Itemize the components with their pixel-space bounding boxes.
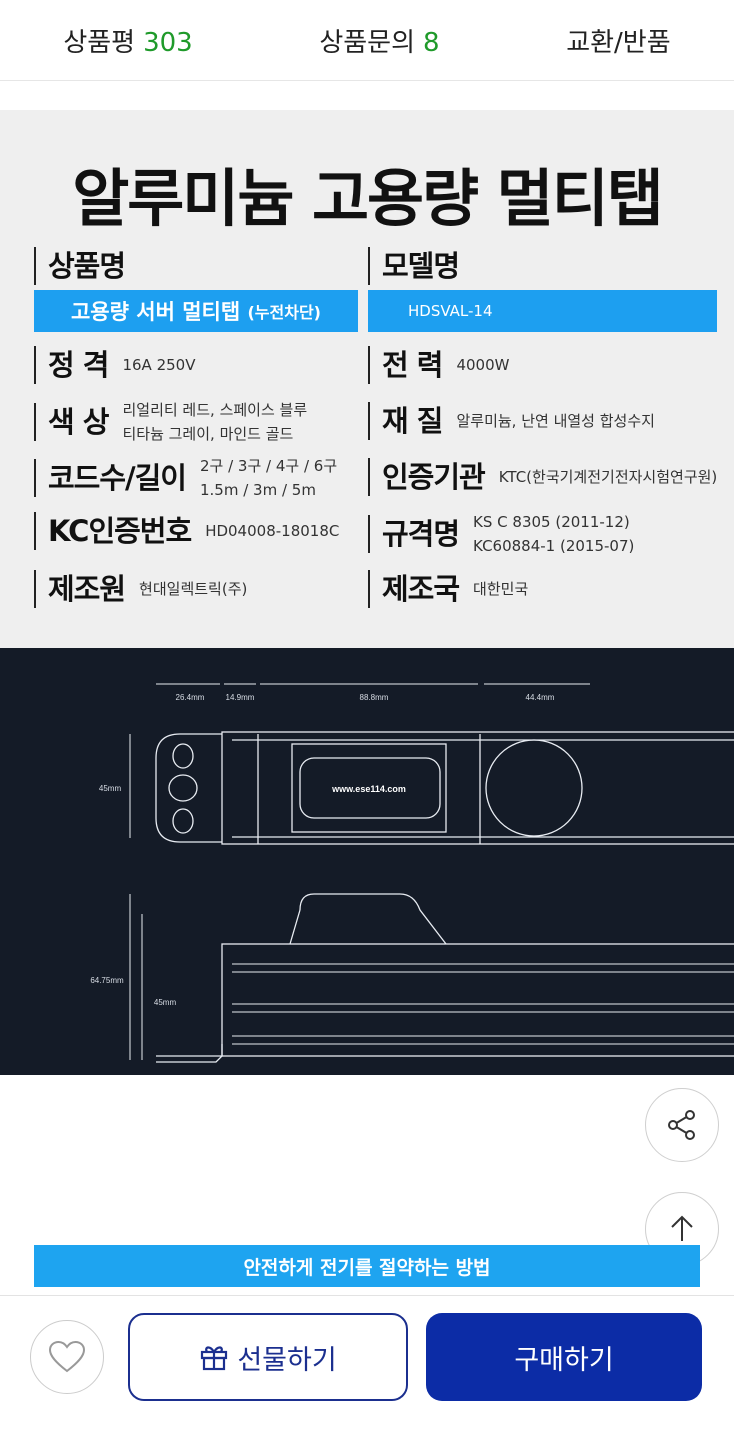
- maker-value: 현대일렉트릭(주): [139, 580, 248, 598]
- tab-exchange-return[interactable]: 교환/반품: [566, 27, 671, 58]
- dim-label: 88.8mm: [360, 693, 389, 702]
- dim-label: 14.9mm: [226, 693, 255, 702]
- product-name-label: 상품명: [34, 247, 126, 285]
- dim-label: 26.4mm: [176, 693, 205, 702]
- arrow-up-icon: [671, 1215, 693, 1241]
- color-label: 색 상: [34, 403, 109, 441]
- dimension-diagram: 26.4mm 14.9mm 88.8mm 44.4mm 45mm 64.75mm…: [0, 648, 734, 1075]
- rating-label: 정 격: [34, 346, 109, 384]
- share-button[interactable]: [645, 1088, 719, 1162]
- material-value: 알루미늄, 난연 내열성 합성수지: [456, 412, 655, 430]
- dim-label: 44.4mm: [526, 693, 555, 702]
- material-label: 재 질: [368, 402, 443, 440]
- spec-title: 알루미늄 고용량 멀티탭: [72, 162, 664, 235]
- energy-saving-banner: 안전하게 전기를 절약하는 방법: [34, 1245, 700, 1287]
- kc-label: KC인증번호: [34, 512, 192, 550]
- gift-icon: [201, 1346, 228, 1371]
- spec-image: 알루미늄 고용량 멀티탭 상품명 모델명 고용량 서버 멀티탭 (누전차단) H…: [0, 110, 734, 648]
- cord-label: 코드수/길이: [34, 459, 187, 497]
- country-value: 대한민국: [473, 580, 529, 598]
- std-value: KS C 8305 (2011-12)KC60884-1 (2015-07): [473, 513, 635, 555]
- gift-button[interactable]: 선물하기: [128, 1313, 408, 1401]
- product-name-bar: 고용량 서버 멀티탭 (누전차단): [34, 290, 358, 332]
- inquiry-count: 8: [423, 27, 440, 58]
- power-label: 전 력: [368, 346, 443, 384]
- maker-label: 제조원: [34, 570, 126, 608]
- std-label: 규격명: [368, 515, 460, 553]
- buy-button[interactable]: 구매하기: [426, 1313, 702, 1401]
- country-label: 제조국: [368, 570, 460, 608]
- dim-label: 45mm: [99, 784, 122, 793]
- model-bar: HDSVAL-14: [368, 290, 717, 332]
- review-count: 303: [143, 27, 193, 58]
- product-url: www.ese114.com: [331, 784, 406, 794]
- cert-org-value: KTC(한국기계전기전자시험연구원): [498, 468, 718, 486]
- power-value: 4000W: [456, 356, 510, 374]
- share-icon: [668, 1110, 695, 1140]
- model-label: 모델명: [368, 247, 460, 285]
- heart-icon: [48, 1340, 86, 1373]
- bottom-action-bar: 선물하기 구매하기: [0, 1295, 734, 1440]
- cert-org-label: 인증기관: [368, 458, 486, 496]
- dim-label: 64.75mm: [90, 976, 124, 985]
- rating-value: 16A 250V: [122, 356, 196, 374]
- wishlist-button[interactable]: [30, 1320, 104, 1394]
- kc-value: HD04008-18018C: [205, 522, 340, 540]
- dim-label: 45mm: [154, 998, 177, 1007]
